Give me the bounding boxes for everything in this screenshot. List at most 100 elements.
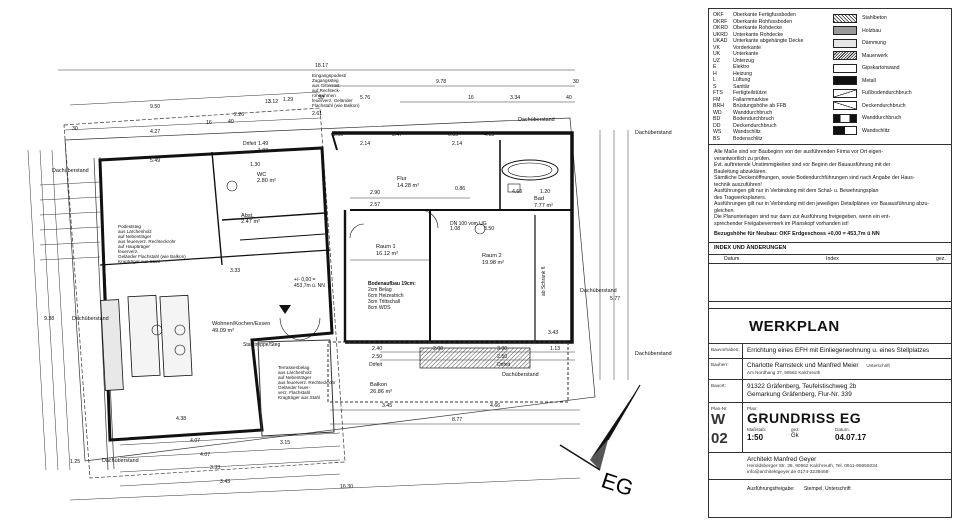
dim-inner-6: 1.13 bbox=[550, 346, 560, 352]
note-line: Bauleitung abzuklären. bbox=[714, 168, 767, 175]
terrace-note-4: Geländer feuer- bbox=[278, 385, 311, 390]
entrance-note-2: aus Gitterrost bbox=[312, 83, 340, 88]
terrace-note-1: aus Lärchenholz bbox=[278, 370, 312, 375]
dim-inner-20: 4.66 bbox=[512, 189, 522, 195]
floor-build-4: 8cm WDS bbox=[368, 305, 391, 311]
dim-inner-3: 2.00 bbox=[433, 346, 443, 352]
dim-inner-24: 1.00 bbox=[333, 132, 343, 138]
client-row: Bauherr: Charlotte Ramsteck und Manfred … bbox=[709, 358, 951, 380]
notes-section: Alle Maße sind vor Baubeginn von der aus… bbox=[709, 145, 951, 243]
abbreviation-value: Vorderkante bbox=[733, 44, 761, 51]
abbreviation-key: UKRD bbox=[713, 31, 728, 38]
material-item: Fußbodendurchbruch bbox=[833, 87, 947, 100]
room-flur-name: Flur bbox=[397, 176, 407, 182]
material-label: Deckendurchbruch bbox=[862, 102, 906, 109]
material-swatch-icon bbox=[833, 51, 857, 61]
dim-top-3: 30 bbox=[573, 79, 579, 85]
abbreviation-key: BD bbox=[713, 116, 721, 122]
dim-bottom-5: 1.25 bbox=[70, 459, 80, 465]
site-line-1: 91322 Gräfenberg, Teufelstischweg 2b bbox=[747, 382, 857, 390]
abbreviation-key: E bbox=[713, 64, 717, 70]
dim-small-9: 5.49 bbox=[150, 158, 160, 164]
dim-inner-9: 2.90 bbox=[370, 190, 380, 196]
bath-fixture bbox=[507, 183, 521, 193]
terrace-note-6: Kragträger aus Stahl bbox=[278, 395, 320, 400]
architect-address: Heroldsberger Str. 38, 90562 Kalchreuth,… bbox=[747, 463, 878, 469]
overhang-label-8: Dachüberstand bbox=[580, 288, 617, 294]
dim-bottom-4: 3.43 bbox=[220, 479, 230, 485]
note-line: Die Planunterlagen sind nur dann zur Aus… bbox=[714, 214, 891, 220]
podest-note-1: aus Lärchenholz bbox=[118, 229, 152, 234]
scale-value: 1:50 bbox=[747, 433, 764, 443]
material-item: Dämmung bbox=[833, 37, 947, 50]
wc-fixture bbox=[226, 180, 238, 192]
material-swatch-icon bbox=[833, 113, 857, 123]
dim-small-2: 1.29 bbox=[283, 97, 293, 103]
material-item: Stahlbeton bbox=[833, 12, 947, 25]
abbreviation-value: Wandschlitz bbox=[733, 129, 761, 135]
living-wing bbox=[98, 146, 334, 442]
dim-inner-11: 4.13 bbox=[484, 132, 494, 138]
abbreviation-value: Oberkante Rohdecke bbox=[733, 25, 783, 31]
material-item: Deckendurchbruch bbox=[833, 100, 947, 113]
dim-inner-16: 9.38 bbox=[44, 316, 54, 322]
abbreviation-value: Unterkante Rohdecke bbox=[733, 31, 784, 38]
floor-build-2: 6cm Heizestrich bbox=[368, 293, 404, 299]
room-abst-area: 2.47 m² bbox=[241, 219, 260, 225]
index-col-date: Datum bbox=[724, 255, 740, 262]
material-swatch-icon bbox=[833, 126, 857, 136]
abbreviation-key: UZ bbox=[713, 57, 720, 64]
dim-bottom-7: 3.15 bbox=[280, 440, 290, 446]
plan-number-label: Plan-Nr. bbox=[711, 405, 728, 411]
terrace-note-3: aus feuerverz. Rechteckrohr bbox=[278, 380, 336, 385]
podest-note-6: Geländer Flachstahl (wie Balkon) bbox=[118, 254, 186, 259]
abbreviation-key: WS bbox=[713, 129, 722, 135]
material-label: Wandschlitz bbox=[862, 127, 890, 134]
room-wc-area: 2.80 m² bbox=[257, 178, 276, 184]
material-swatch-icon bbox=[833, 26, 857, 36]
entrance-note-3: auf Rechteck- bbox=[312, 88, 341, 93]
drifeit-label-3: Drifeit bbox=[243, 141, 257, 147]
note-line: Ausführungen gilt nur in Verbindung mit … bbox=[714, 188, 879, 194]
site-row: Bauort: 91322 Gräfenberg, Teufelstischwe… bbox=[709, 379, 951, 403]
abbreviation-key: S bbox=[713, 83, 717, 90]
room-flur-area: 14.28 m² bbox=[397, 183, 419, 189]
dim-top-4: 16 bbox=[468, 95, 474, 101]
dim-small-6: 30 bbox=[72, 126, 78, 132]
note-line: Alle Maße sind vor Baubeginn von der aus… bbox=[714, 149, 883, 155]
level-marker-2: 453,7m ü. NN bbox=[294, 283, 325, 289]
material-label: Metall bbox=[862, 77, 876, 84]
dim-inner-17: 3.50 bbox=[484, 226, 494, 232]
dim-inner-2: 2.50 bbox=[372, 354, 382, 360]
overhang-label-5: Dachüberstand bbox=[102, 458, 139, 464]
room-bad-area: 7.77 m² bbox=[534, 203, 553, 209]
dim-inner-13: 4.66 bbox=[490, 403, 500, 409]
entry-marker-icon bbox=[279, 305, 291, 314]
abbreviation-item: H Heizung bbox=[713, 71, 833, 78]
dim-bottom-8: 16.30 bbox=[340, 484, 353, 490]
terrace-note-0: Terrassenbelag bbox=[278, 365, 310, 370]
doors bbox=[279, 209, 439, 341]
abbreviation-value: Oberkante Rohfussboden bbox=[733, 18, 793, 25]
dim-inner-14: 3.45 bbox=[382, 403, 392, 409]
balcony bbox=[257, 339, 569, 437]
abbreviation-value: Heizung bbox=[733, 70, 753, 77]
entrance-note-1: Zugangssteg bbox=[312, 78, 339, 83]
bathtub-inner bbox=[507, 162, 553, 178]
abbreviation-item: UKRD Unterkante Rohdecke bbox=[713, 32, 833, 39]
dim-inner-18: 1.08 bbox=[450, 226, 460, 232]
abbreviation-key: FTS bbox=[713, 90, 723, 96]
abbreviation-key: H bbox=[713, 70, 717, 77]
podest-note-3: aus feuerverz. Rechteckrohr bbox=[118, 239, 176, 244]
abbreviation-key: OKF bbox=[713, 12, 724, 18]
dim-inner-5: 2.50 bbox=[497, 354, 507, 360]
dn-label: DN 100 vom UG bbox=[450, 221, 487, 227]
